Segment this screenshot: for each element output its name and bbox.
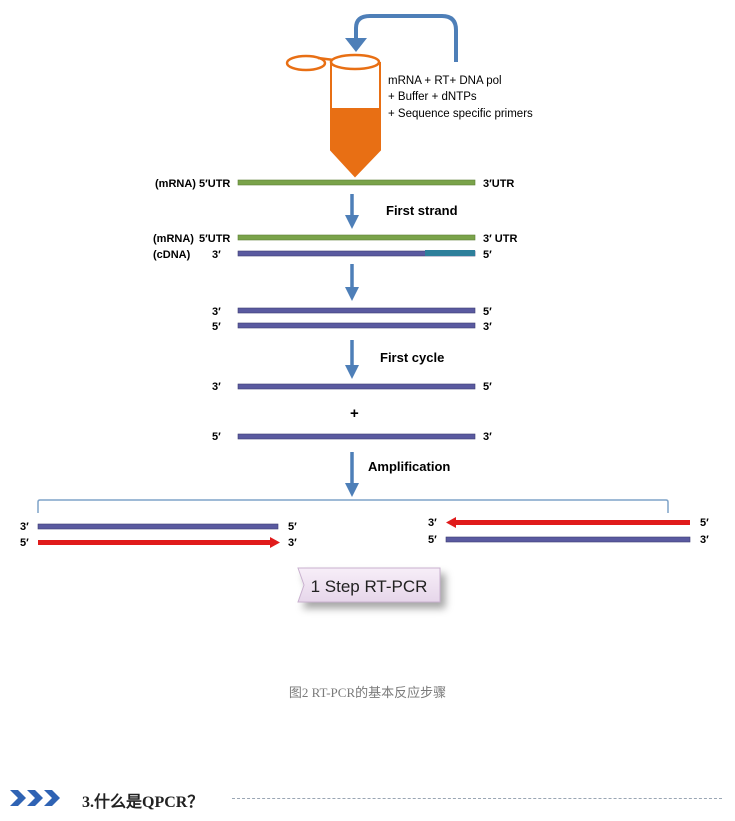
primer-segment (425, 250, 475, 256)
end-label: 3′ (483, 431, 492, 443)
section-heading-row: 3.什么是QPCR？ (10, 786, 725, 811)
reagent-line: + Sequence specific primers (388, 108, 533, 120)
utr3-label: 3′ UTR (483, 233, 517, 245)
cdna-strand (445, 536, 691, 543)
end-label: 5′ (288, 521, 297, 533)
new-strand (456, 520, 690, 525)
reagent-line: + Buffer + dNTPs (388, 91, 477, 103)
amplification-bracket (37, 499, 669, 513)
cdna-label: (cDNA) (153, 249, 191, 261)
end-label: 5′ (212, 431, 221, 443)
end-label: 3′ (483, 321, 492, 333)
mrna-strand (237, 234, 476, 241)
mrna-label: (mRNA) (155, 178, 196, 190)
reagent-line: mRNA + RT+ DNA pol (388, 75, 502, 87)
step-first-strand: First strand (386, 203, 458, 218)
section-divider (232, 798, 722, 799)
end-label: 5′ (700, 517, 709, 529)
end-label: 5′ (20, 537, 29, 549)
end-label: 3′ (212, 249, 221, 261)
end-label: 5′ (483, 381, 492, 393)
new-strand (38, 540, 270, 545)
end-label: 3′ (700, 534, 709, 546)
mrna-strand (237, 179, 476, 186)
plus-sign: + (350, 405, 359, 422)
new-strand-arrowhead (270, 537, 280, 548)
end-label: 5′ (483, 306, 492, 318)
method-banner (297, 567, 441, 603)
end-label: 3′ (212, 381, 221, 393)
figure-caption: 图2 RT-PCR的基本反应步骤 (288, 685, 447, 700)
return-arrow (354, 14, 458, 62)
cdna-strand (237, 322, 476, 329)
end-label: 3′ (20, 521, 29, 533)
cdna-strand (237, 307, 476, 314)
chevron-arrows-icon (10, 790, 60, 806)
return-arrow-head (345, 38, 367, 52)
end-label: 5′ (212, 321, 221, 333)
end-label: 3′ (288, 537, 297, 549)
mrna-label: (mRNA) (153, 233, 194, 245)
end-label: 5′ (483, 249, 492, 261)
utr5-label: 5′UTR (199, 233, 230, 245)
cdna-strand (237, 433, 476, 440)
utr3-label: 3′UTR (483, 178, 514, 190)
utr5-label: 5′UTR (199, 178, 230, 190)
rt-pcr-diagram: mRNA + RT+ DNA pol + Buffer + dNTPs + Se… (20, 14, 709, 603)
cdna-strand (237, 383, 476, 390)
step-first-cycle: First cycle (380, 350, 444, 365)
end-label: 3′ (428, 517, 437, 529)
cdna-strand (37, 523, 279, 530)
end-label: 5′ (428, 534, 437, 546)
reaction-tube-icon (285, 53, 381, 178)
method-label: 1 Step RT-PCR (311, 577, 428, 596)
step-amplification: Amplification (368, 459, 450, 474)
end-label: 3′ (212, 306, 221, 318)
new-strand-arrowhead (446, 517, 456, 528)
section-title: 3.什么是QPCR？ (82, 794, 204, 811)
